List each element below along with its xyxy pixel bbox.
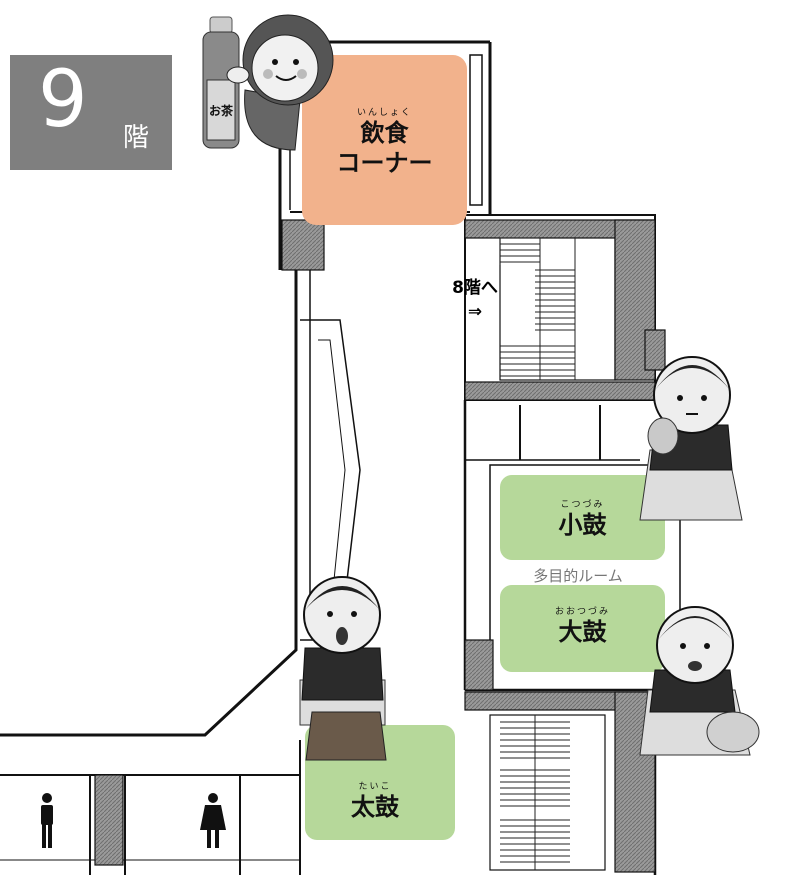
columns bbox=[94, 219, 666, 873]
stair-treads-upper bbox=[499, 237, 576, 380]
girl-icon bbox=[226, 14, 334, 151]
taiko-player-icon bbox=[299, 576, 387, 761]
stair-treads-lower bbox=[500, 715, 570, 870]
otsuzumi-label: おおつづみ 大鼓 bbox=[500, 607, 665, 647]
otsuzumi-player-icon bbox=[639, 606, 760, 756]
food-corner-label: いんしょく 飲食 コーナー bbox=[302, 108, 467, 178]
otsuzumi-ruby: おおつづみ bbox=[554, 607, 610, 617]
taiko-text: 太鼓 bbox=[351, 793, 399, 821]
floor-badge: 9 階 bbox=[10, 55, 172, 170]
stairs-text: 8階へ bbox=[452, 278, 498, 298]
multipurpose-room-label: 多目的ルーム bbox=[533, 567, 623, 585]
floor-number: 9 bbox=[38, 55, 88, 145]
kotsuzumi-ruby: こつづみ bbox=[560, 500, 605, 510]
taiko-ruby: たいこ bbox=[358, 782, 392, 792]
mens-restroom-icon bbox=[41, 793, 53, 848]
kotsuzumi-text: 小鼓 bbox=[558, 511, 607, 539]
otsuzumi-area bbox=[500, 585, 665, 672]
food-corner-line1: 飲食 bbox=[360, 119, 409, 147]
kotsuzumi-area bbox=[500, 475, 665, 560]
food-corner-area bbox=[302, 55, 467, 225]
otsuzumi-text: 大鼓 bbox=[558, 618, 607, 646]
womens-restroom-icon bbox=[200, 793, 226, 848]
stairs-to-8f-label: 8階へ ⇒ bbox=[430, 276, 520, 324]
food-corner-ruby: いんしょく bbox=[356, 108, 412, 118]
tea-bottle-icon: お茶 bbox=[202, 16, 240, 149]
svg-text:お茶: お茶 bbox=[209, 103, 234, 118]
taiko-label: たいこ 太鼓 bbox=[305, 782, 445, 822]
kotsuzumi-label: こつづみ 小鼓 bbox=[500, 500, 665, 540]
food-corner-line2: コーナー bbox=[336, 149, 433, 177]
kotsuzumi-player-icon bbox=[639, 356, 743, 521]
floor-suffix: 階 bbox=[123, 123, 150, 153]
stairs-arrow: ⇒ bbox=[467, 302, 483, 322]
